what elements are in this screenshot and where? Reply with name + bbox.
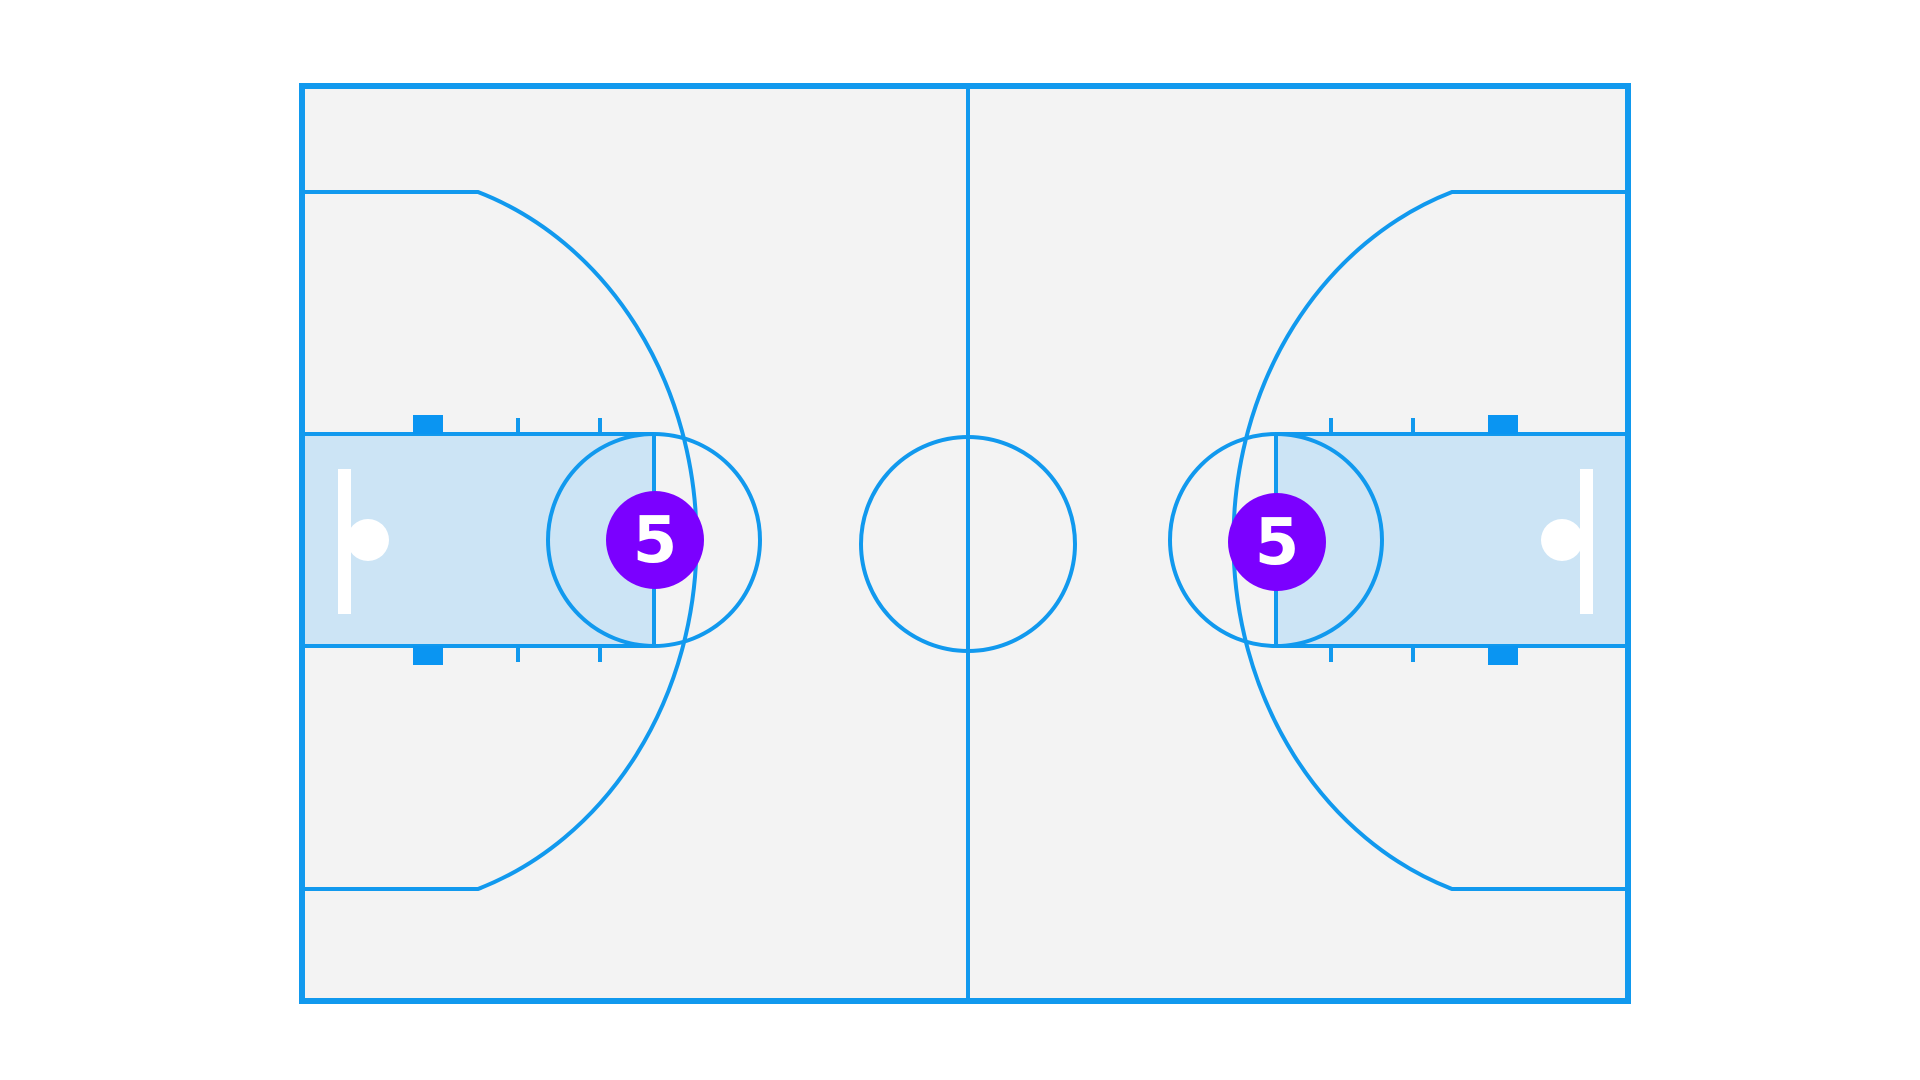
right-rim: [1541, 519, 1583, 561]
center-circle: [859, 435, 1077, 653]
right-half: [1168, 190, 1625, 891]
player-marker-right[interactable]: 5: [1228, 493, 1326, 591]
left-rim: [347, 519, 389, 561]
player-marker-right-circle[interactable]: [1228, 493, 1326, 591]
right-block-bottom: [1488, 646, 1518, 665]
left-backboard: [338, 469, 351, 614]
player-marker-right-label: 5: [1255, 506, 1300, 580]
right-block-top: [1488, 415, 1518, 434]
left-half: [305, 190, 762, 891]
player-marker-left-label: 5: [633, 504, 678, 578]
player-marker-left-circle[interactable]: [606, 491, 704, 589]
player-marker-left[interactable]: 5: [606, 491, 704, 589]
left-block-bottom: [413, 646, 443, 665]
left-block-top: [413, 415, 443, 434]
right-backboard: [1580, 469, 1593, 614]
